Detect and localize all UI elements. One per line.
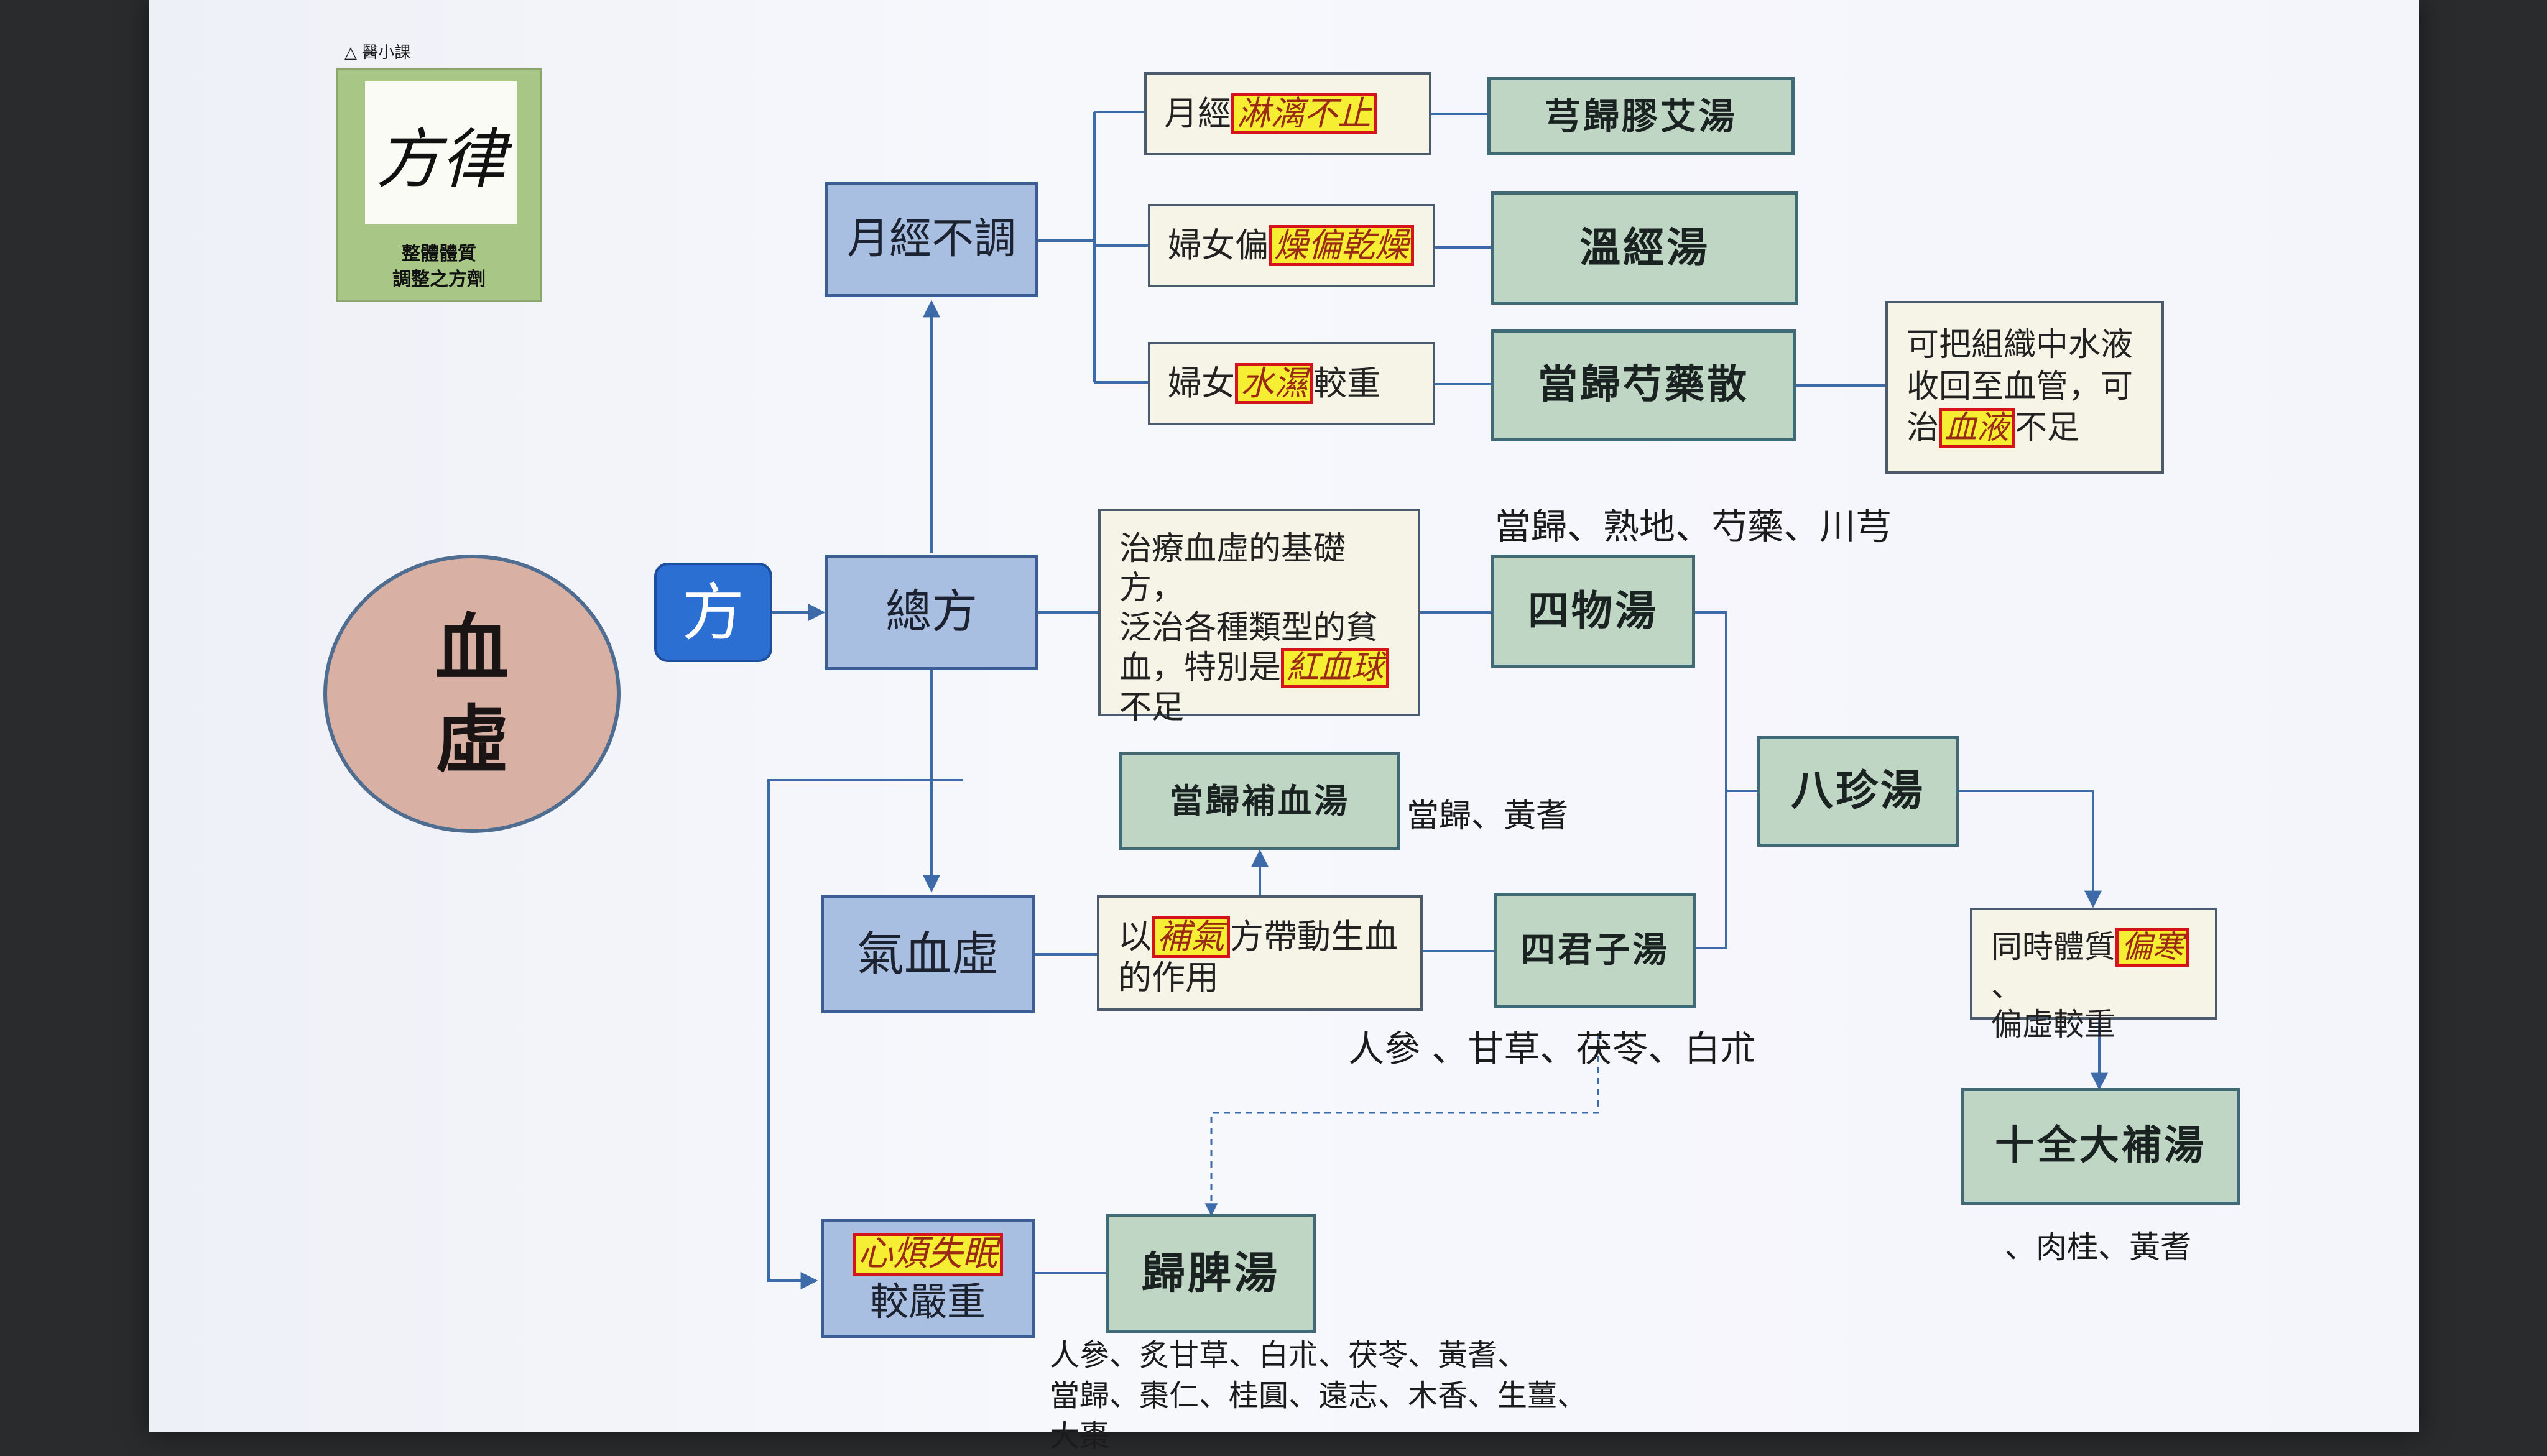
condition-shuishi-suffix: 較重	[1313, 364, 1380, 403]
formula-xiong-gui-jiao-ai: 芎歸膠艾湯	[1487, 77, 1795, 155]
note-qi-line1: 以補氣方帶動生血	[1118, 916, 1402, 958]
condition-shuishi-highlight: 水濕	[1235, 362, 1313, 405]
formula-guipi: 歸脾湯	[1106, 1214, 1316, 1333]
ingredients-siwu: 當歸、熟地、芍藥、川芎	[1495, 505, 1892, 548]
formula-shiquan: 十全大補湯	[1961, 1088, 2240, 1205]
logo-subtitle-line2: 調整之方劑	[392, 268, 486, 290]
logo-subtitle-line1: 整體體質	[402, 243, 476, 265]
formula-danggui-shaoyao: 當歸芍藥散	[1491, 329, 1796, 441]
note-base-line1: 治療血虛的基礎方，	[1119, 530, 1346, 607]
category-zongfang: 總方	[825, 555, 1038, 670]
formula-sijunzi: 四君子湯	[1494, 893, 1696, 1008]
note-tizhi-line1: 同時體質偏寒、	[1991, 928, 2196, 1005]
note-water-prefix: 治	[1907, 409, 1939, 447]
circle-line1: 血	[435, 604, 509, 691]
logo-card: 方律 整體體質 調整之方劑	[336, 68, 542, 302]
note-qi-line2: 的作用	[1118, 957, 1219, 997]
severe-suffix: 較嚴重	[869, 1278, 986, 1324]
category-qixuexu: 氣血虛	[821, 895, 1035, 1013]
note-water-line3: 治血液不足	[1907, 407, 2143, 449]
ingredients-guipi-line1: 人參、炙甘草、白朮、茯苓、黃耆、	[1050, 1338, 1528, 1373]
xuexu-circle: 血 虛	[323, 555, 621, 833]
severe-highlight: 心煩失眠	[853, 1232, 1003, 1276]
category-severe: 心煩失眠 較嚴重	[821, 1219, 1035, 1338]
condition-linli-highlight: 淋漓不止	[1231, 93, 1377, 135]
formula-bazhen: 八珍湯	[1757, 736, 1959, 847]
note-base-prefix: 血，特別是	[1119, 649, 1282, 687]
condition-zao-highlight: 燥偏乾燥	[1269, 224, 1414, 267]
note-water-suffix: 不足	[2015, 409, 2080, 447]
condition-shuishi-prefix: 婦女	[1168, 364, 1235, 403]
condition-linli-prefix: 月經	[1164, 94, 1231, 134]
ingredients-guipi-line3: 大棗	[1050, 1418, 1110, 1454]
fang-box: 方	[654, 563, 772, 662]
note-water-retention: 可把組織中水液 收回至血管，可 治血液不足	[1885, 301, 2164, 474]
note-qi-prefix: 以	[1118, 917, 1152, 956]
ingredients-guipi: 人參、炙甘草、白朮、茯苓、黃耆、 當歸、棗仁、桂圓、遠志、木香、生薑、 大棗	[1050, 1335, 1587, 1456]
ingredients-guipi-line2: 當歸、棗仁、桂圓、遠志、木香、生薑、	[1050, 1378, 1588, 1413]
note-water-line2: 收回至血管，可	[1907, 367, 2133, 405]
note-buqi: 以補氣方帶動生血 的作用	[1097, 895, 1423, 1011]
logo-subtitle: 整體體質 調整之方劑	[338, 242, 540, 292]
note-water-line1: 可把組織中水液	[1907, 326, 2133, 364]
ingredients-danggui-buxue: 當歸、黃耆	[1407, 798, 1569, 835]
note-base-line2: 泛治各種類型的貧	[1119, 609, 1379, 647]
condition-shuishi: 婦女水濕較重	[1148, 342, 1435, 425]
note-qi-highlight: 補氣	[1152, 916, 1230, 958]
brand-label: △ 醫小課	[344, 44, 411, 62]
note-tizhi-prefix: 同時體質	[1991, 929, 2115, 965]
note-water-highlight: 血液	[1939, 408, 2015, 448]
ingredients-shiquan: 、肉桂、黃耆	[2005, 1229, 2191, 1265]
note-tizhi: 同時體質偏寒、 偏虛較重	[1970, 908, 2217, 1043]
condition-linli: 月經淋漓不止	[1144, 72, 1431, 155]
category-yuejing-butiao: 月經不調	[825, 182, 1038, 297]
circle-line2: 虛	[435, 696, 509, 783]
formula-danggui-buxue: 當歸補血湯	[1119, 752, 1400, 850]
note-base-line3: 血，特別是紅血球	[1119, 648, 1399, 688]
note-tizhi-suffix: 、	[1991, 967, 2022, 1004]
note-siwu-base: 治療血虛的基礎方， 泛治各種類型的貧 血，特別是紅血球 不足	[1098, 509, 1420, 726]
logo-calligraphy: 方律	[365, 81, 517, 224]
condition-zao-prefix: 婦女偏	[1168, 226, 1269, 265]
note-base-highlight: 紅血球	[1281, 648, 1390, 688]
ingredients-sijunzi: 人參 、甘草、茯苓、白朮	[1348, 1028, 1757, 1070]
formula-wenjing: 溫經湯	[1491, 191, 1798, 305]
note-tizhi-line2: 偏虛較重	[1991, 1007, 2115, 1043]
note-qi-suffix: 方帶動生血	[1230, 917, 1398, 956]
formula-siwu: 四物湯	[1491, 555, 1695, 668]
condition-zao: 婦女偏燥偏乾燥	[1148, 204, 1435, 287]
note-base-line4: 不足	[1119, 688, 1185, 726]
note-tizhi-highlight: 偏寒	[2115, 928, 2189, 967]
